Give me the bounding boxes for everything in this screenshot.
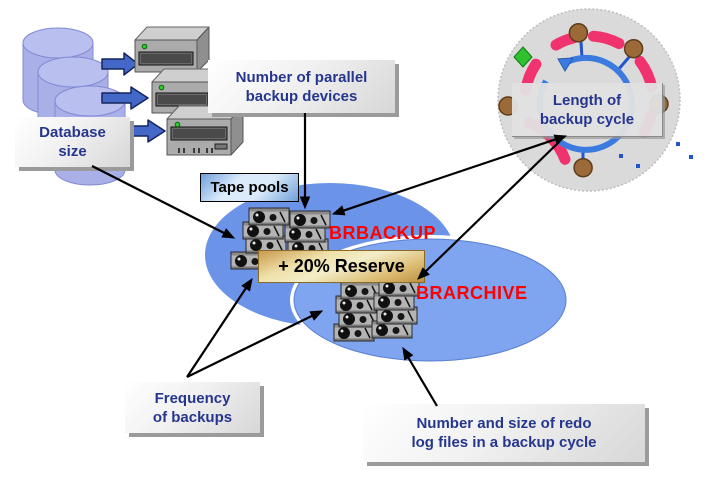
- device-unit-1: [134, 26, 210, 73]
- device-unit-2: [151, 68, 223, 114]
- frequency-of-backups-label: Frequency of backups: [125, 382, 260, 433]
- brarchive-pool-name: BRARCHIVE: [416, 283, 528, 303]
- reserve-20-percent-box: + 20% Reserve: [258, 250, 425, 283]
- brbackup-pool-name: BRBACKUP: [329, 223, 436, 243]
- database-size-label: Database size: [15, 117, 130, 167]
- device-unit-3: [166, 105, 244, 156]
- backup-cycle-length-label: Length of backup cycle: [512, 83, 663, 137]
- cycle-green-diamond-icon: [513, 46, 533, 68]
- brarchive-tape-stack: [333, 278, 420, 342]
- vent-ticks: [178, 148, 213, 153]
- cycle-ellipsis-dots: [619, 142, 693, 168]
- tape-pools-label: Tape pools: [200, 173, 299, 202]
- backup-devices-tower-icon: [134, 26, 244, 156]
- redo-log-files-label: Number and size of redo log files in a b…: [363, 404, 645, 462]
- parallel-devices-label: Number of parallel backup devices: [208, 60, 395, 113]
